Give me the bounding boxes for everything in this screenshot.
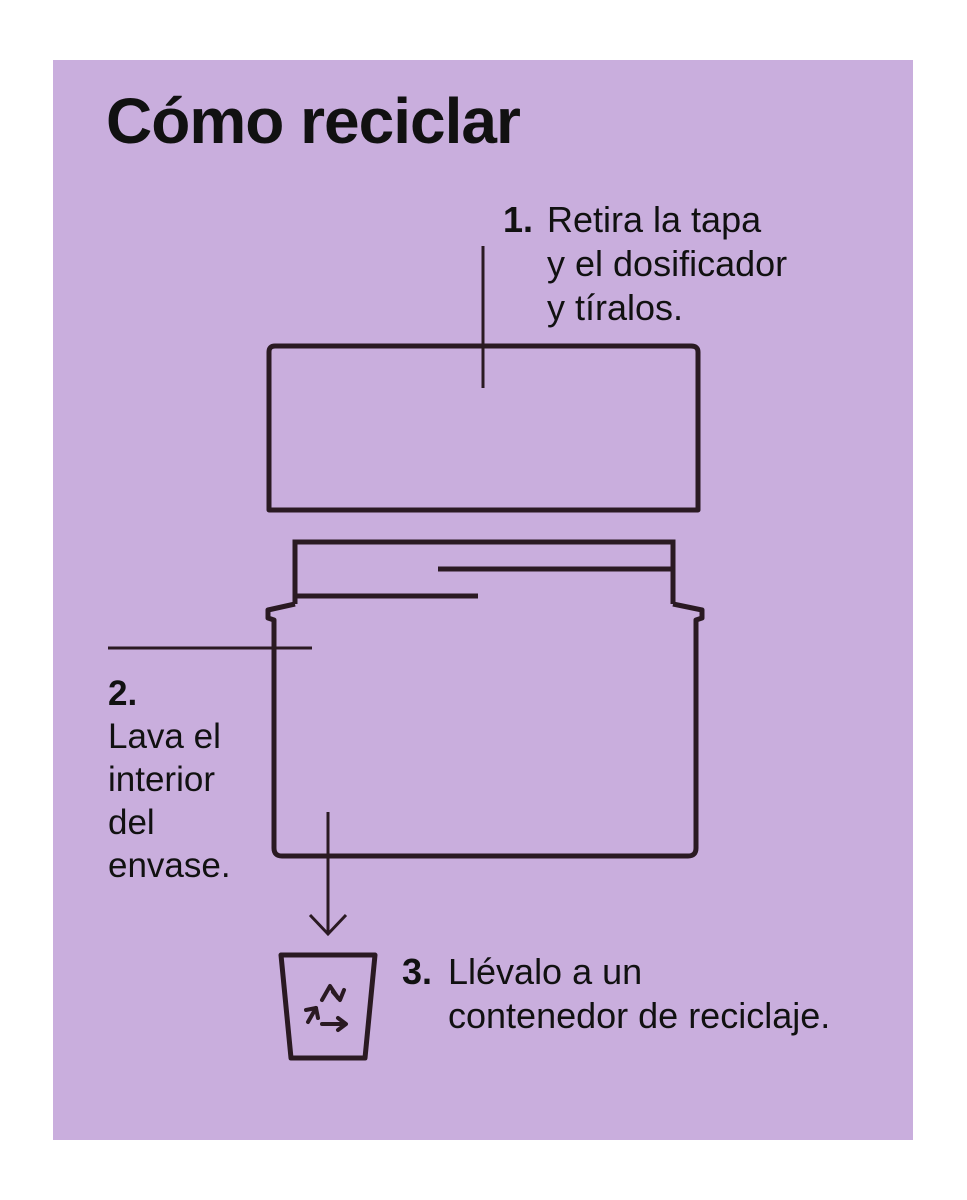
step-1-line-2: y el dosificador — [547, 243, 788, 284]
step-1-line-3: y tíralos. — [547, 287, 684, 328]
step-1-number: 1. — [503, 199, 534, 240]
lid-illustration — [266, 343, 701, 513]
page-title: Cómo reciclar — [106, 85, 521, 157]
step-3-line-1: Llévalo a un — [448, 951, 643, 992]
step-2-line-4: envase. — [108, 846, 231, 885]
step-1: 1. Retira la tapa y el dosificador y tíra… — [503, 198, 787, 330]
step-2: 2. Lava el interior del envase. — [108, 672, 231, 887]
step-2-number: 2. — [108, 674, 138, 713]
step-2-line-2: interior — [108, 760, 215, 799]
step-3-line-2: contenedor de reciclaje. — [448, 995, 831, 1036]
recycle-symbol-icon — [304, 984, 348, 1032]
infographic-panel — [53, 60, 913, 1140]
recycle-bin-icon — [278, 952, 378, 1061]
step-2-line-3: del — [108, 803, 155, 842]
step-3: 3. Llévalo a un contenedor de reciclaje. — [402, 950, 830, 1038]
step-2-line-1: Lava el — [108, 717, 221, 756]
down-arrow-icon — [308, 812, 348, 937]
step-3-number: 3. — [402, 951, 433, 992]
jar-illustration — [265, 539, 705, 859]
step-1-line-1: Retira la tapa — [547, 199, 762, 240]
